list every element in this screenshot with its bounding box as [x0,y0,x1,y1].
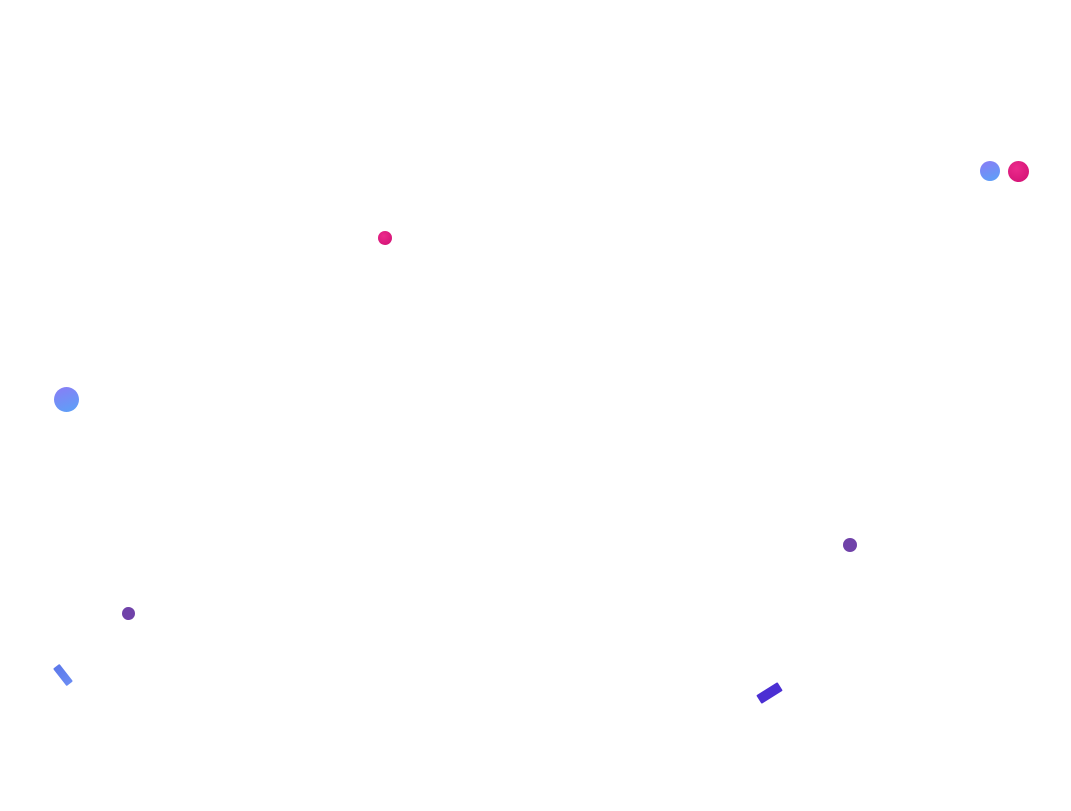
confetti-dot-pink [1008,161,1029,182]
confetti-dot-purple [843,538,857,552]
confetti-dot-pink [378,231,392,245]
confetti-dot-blue [980,161,1000,181]
confetti-strip-blue [53,663,73,687]
confetti-strip-indigo [756,682,783,704]
confetti-dot-purple [122,607,135,620]
confetti-dot-blue [54,387,79,412]
